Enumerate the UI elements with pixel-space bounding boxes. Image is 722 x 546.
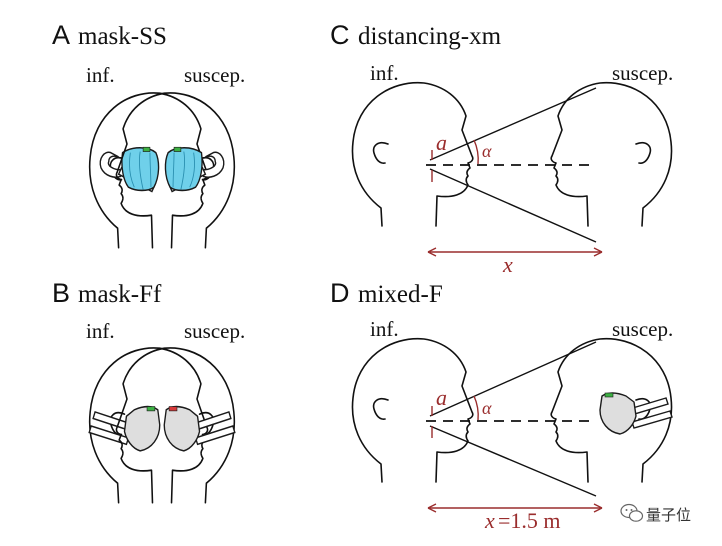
- panel-d-aperture-label: a: [436, 385, 447, 410]
- panel-a-letter: A: [52, 20, 70, 50]
- panel-c-infected-label: inf.: [370, 61, 399, 85]
- panel-d-distance-value: =1.5 m: [498, 508, 561, 533]
- panel-c-infected-head: [351, 81, 474, 227]
- panel-d-infected-head: [351, 337, 474, 483]
- watermark: 量子位: [620, 503, 691, 524]
- panel-c-distance-label: x: [502, 252, 513, 277]
- panel-a: A mask-SS inf. suscep.: [52, 20, 245, 249]
- panel-c-lower-ray: [429, 168, 597, 243]
- panel-b-letter: B: [52, 278, 70, 308]
- panel-d-susceptible-head: [550, 337, 673, 483]
- panel-c-susceptible-head: [550, 81, 673, 227]
- panel-d-distance-symbol: x: [484, 508, 495, 533]
- panel-b-infected-label: inf.: [86, 319, 115, 343]
- panel-a-infected-mask: [99, 146, 160, 193]
- panel-c-letter: C: [330, 20, 350, 50]
- panel-d: D mixed-F inf. suscep. a α x =1.5 m: [330, 278, 673, 533]
- wechat-icon: [620, 503, 644, 522]
- panel-c-aperture-label: a: [436, 130, 447, 155]
- panel-b-title: mask-Ff: [78, 281, 162, 308]
- panel-c-title: distancing-xm: [358, 23, 502, 50]
- panel-d-susceptible-label: suscep.: [612, 317, 673, 341]
- panel-d-letter: D: [330, 278, 350, 308]
- panel-d-angle-arc: [473, 395, 479, 421]
- panel-a-infected-label: inf.: [86, 63, 115, 87]
- watermark-text: 量子位: [646, 506, 691, 524]
- panel-d-lower-ray: [429, 425, 597, 497]
- panel-a-susceptible-mask: [164, 146, 225, 193]
- panel-b: B mask-Ff inf. suscep.: [52, 278, 245, 504]
- panel-a-title: mask-SS: [78, 23, 167, 50]
- panel-a-susceptible-label: suscep.: [184, 63, 245, 87]
- panel-c-angle-arc: [473, 139, 479, 165]
- panel-d-angle-label: α: [482, 398, 492, 418]
- panel-c-angle-label: α: [482, 141, 492, 161]
- panel-c: C distancing-xm inf. suscep. a α x: [330, 20, 673, 277]
- panel-d-title: mixed-F: [358, 281, 443, 308]
- panel-c-susceptible-label: suscep.: [612, 61, 673, 85]
- panel-d-infected-label: inf.: [370, 317, 399, 341]
- panel-b-susceptible-label: suscep.: [184, 319, 245, 343]
- panel-c-upper-ray: [429, 87, 597, 161]
- panel-d-upper-ray: [429, 341, 597, 417]
